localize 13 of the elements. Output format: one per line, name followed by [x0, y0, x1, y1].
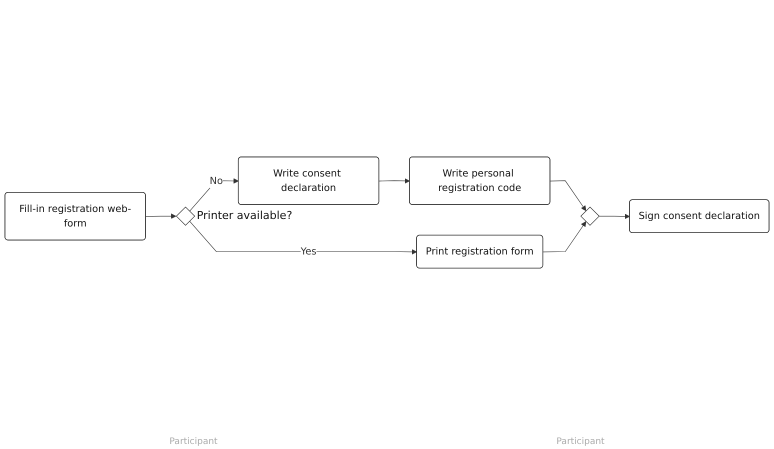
arrow — [550, 180, 586, 211]
arrow — [542, 221, 586, 252]
arrow — [598, 214, 630, 220]
arrow — [189, 220, 418, 255]
lane-label: Participant — [169, 437, 218, 447]
edge-label: Yes — [300, 245, 316, 258]
node-diamond — [580, 206, 600, 226]
arrow — [378, 178, 410, 184]
arrow — [146, 213, 176, 219]
node-diamond — [176, 206, 196, 226]
edge-label: No — [210, 174, 223, 186]
arrow — [189, 178, 239, 212]
lane-label: Participant — [556, 437, 605, 447]
